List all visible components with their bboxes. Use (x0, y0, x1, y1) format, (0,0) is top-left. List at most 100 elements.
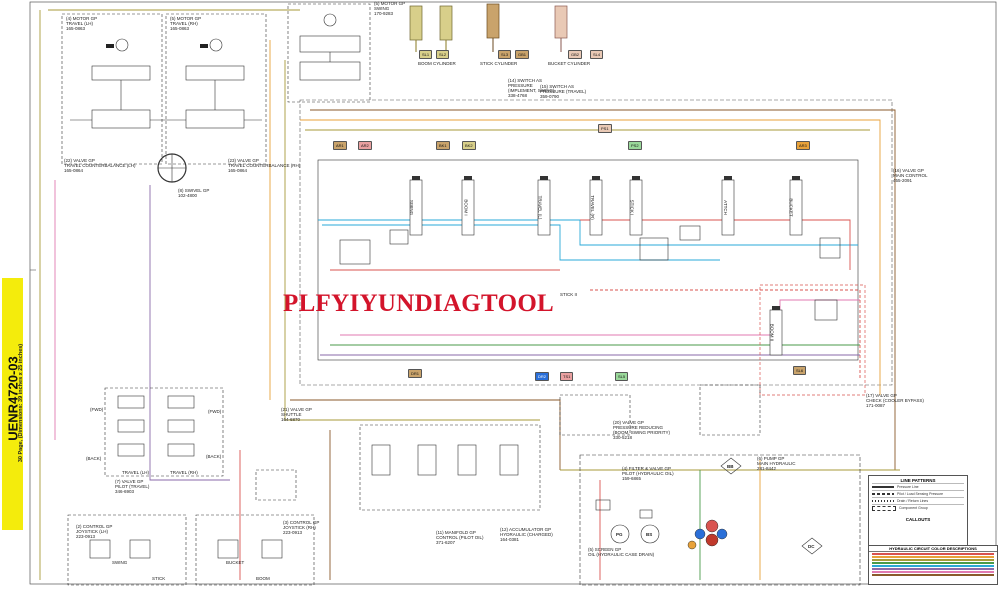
bucket-cylinder-shape (554, 5, 568, 52)
label-back-right: (BACK) (206, 454, 222, 459)
manifold-box (359, 424, 541, 511)
label-dc: DC (808, 544, 815, 549)
label-joystick-rh: (3) CONTROL GP JOYSTICK (RH) 223-0913 (283, 520, 320, 535)
pump-red-2 (705, 533, 719, 547)
label-switch-travel: (15) SWITCH AS PRESSURE (TRAVEL) 359-079… (540, 84, 587, 99)
motor-travel-lh-box (61, 13, 163, 165)
document-subtitle: 30 Page, (Dimensions: 39 inches x 25 inc… (18, 343, 24, 463)
document-id-strip: UENR4720-03 30 Page, (Dimensions: 39 inc… (2, 278, 24, 530)
tag-ps1: PS1 (598, 124, 612, 133)
label-joystick-lh: (2) CONTROL GP JOYSTICK (LH) 223-0913 (76, 524, 113, 539)
callouts-title: CALLOUTS (905, 517, 931, 522)
label-travel-lh: TRAVEL (LH) (122, 470, 150, 475)
tag-ar3: AR3 (796, 141, 810, 150)
label-fwd-right: (FWD) (208, 409, 222, 414)
main-control-body (317, 159, 859, 361)
mc-stick: STICK I (629, 199, 635, 216)
color-swatch-green (872, 561, 994, 564)
tag-sl3: SL3 (498, 50, 512, 59)
joystick-rh-box (195, 514, 315, 586)
joystick-lh-box (67, 514, 187, 586)
valve-group-box (699, 384, 761, 436)
label-travel-rh: TRAVEL (RH) (170, 470, 198, 475)
tag-sl6: SL6 (793, 366, 807, 375)
label-shuttle: (21) VALVE GP SHUTTLE 164-6870 (281, 407, 312, 422)
label-manifold: (11) MANIFOLD GP CONTROL (PILOT OIL) 371… (436, 530, 484, 545)
color-descriptions: HYDRAULIC CIRCUIT COLOR DESCRIPTIONS (868, 545, 998, 585)
mc-boom1: BOOM I (463, 199, 469, 216)
watermark-text: PLFYIYUNDIAGTOOL (283, 290, 555, 317)
boom-cylinders (409, 5, 453, 52)
label-screen: (5) SCREEN GP OIL (HYDRAULIC CASE DRAIN) (588, 547, 655, 557)
label-bucket-cylinder: BUCKET CYLINDER (548, 61, 591, 66)
shuttle-box (255, 469, 297, 501)
mc-boom2: BOOM II (769, 323, 775, 342)
tag-sl2: SL2 (436, 50, 450, 59)
label-fwd-left: (FWD) (90, 407, 104, 412)
tag-ps2: PS2 (628, 141, 642, 150)
label-main-control: (16) VALVE GP MAIN CONTROL 455-2091 (893, 168, 928, 183)
color-swatch-purple (872, 567, 994, 570)
label-bs: BS (646, 532, 653, 537)
tag-ar2: AR2 (358, 141, 372, 150)
label-boom-cylinder: BOOM CYLINDER (418, 61, 456, 66)
motor-travel-rh-box (165, 13, 267, 165)
label-bucket: BUCKET (226, 560, 245, 565)
tag-sl5: SL5 (615, 372, 629, 381)
tag-ar1: AR1 (333, 141, 347, 150)
legend-row: Drain / Return Lines (872, 497, 964, 504)
legend-row: Pressure Line (872, 483, 964, 490)
mc-travel-r: TRAVEL (R) (589, 195, 595, 220)
legend-row: Component Group (872, 504, 964, 511)
label-pressure-reducing: (20) VALVE GP PRESSURE REDUCING (BOOM, S… (613, 420, 670, 440)
label-check-cooler: (17) VALVE GP CHECK (COOLER BYPASS) 171-… (866, 393, 924, 408)
color-swatch-orange (872, 555, 994, 558)
label-stick: STICK (152, 576, 166, 581)
sheet-border (29, 1, 997, 585)
color-swatch-brown (872, 573, 994, 576)
tag-sl4: SL4 (590, 50, 604, 59)
pump-blue (694, 528, 706, 540)
label-motor-swing: (5) MOTOR GP SWING 170-9283 (374, 1, 406, 16)
tag-bk1: BK1 (436, 141, 450, 150)
label-swivel: (8) SWIVEL GP 102-4800 (178, 188, 210, 198)
tag-ts1: TS1 (560, 372, 574, 381)
color-swatch-pink (872, 570, 994, 573)
swing-motor-box (287, 3, 371, 103)
label-pump: (6) PUMP GP MAIN HYDRAULIC 281-8442 (757, 456, 796, 471)
label-back-left: (BACK) (86, 456, 102, 461)
label-pilot-travel: (7) VALVE GP PILOT (TRAVEL) 346-6903 (115, 479, 150, 494)
label-switch-implement: (14) SWITCH AS PRESSURE (IMPLEMENT, SWIN… (508, 78, 555, 98)
mc-swing: SWING (409, 199, 415, 216)
label-valve-travel-lh: (22) VALVE GP TRAVEL COUNTERBALANCE (LH)… (64, 158, 136, 173)
mc-attach: ATTCH (722, 200, 728, 215)
pump-area-box (579, 454, 861, 586)
label-boom: BOOM (256, 576, 270, 581)
label-filter-pilot: (4) FILTER & VALVE GP PILOT (HYDRAULIC O… (622, 466, 674, 481)
tag-gb1: GB1 (515, 50, 530, 59)
legend-title: LINE PATTERNS (900, 478, 936, 483)
stick-cylinder-shape (486, 3, 500, 52)
mc-travel-l: TRAVEL (L) (537, 195, 543, 220)
tag-bk2: BK2 (462, 141, 476, 150)
mc-bucket: BUCKET (788, 198, 794, 217)
color-swatch-olive (872, 558, 994, 561)
label-bb: BB (727, 464, 734, 469)
label-accumulator: (12) ACCUMULATOR GP HYDRAULIC (CHARGED) … (500, 527, 553, 542)
color-swatch-blue (872, 564, 994, 567)
label-motor-travel-rh: (5) MOTOR GP TRAVEL (RH) 165-0863 (170, 16, 202, 31)
pressure-reducing-box (559, 394, 631, 436)
tag-sl1: SL1 (419, 50, 433, 59)
label-pg: PG (616, 532, 623, 537)
main-control-frame (299, 99, 893, 386)
tag-gb2: GB2 (568, 50, 583, 59)
tag-dr2: DR2 (535, 372, 550, 381)
tag-dr1: DR1 (408, 369, 423, 378)
legend-row: Pilot / Load Sensing Pressure (872, 490, 964, 497)
pump-red (705, 519, 719, 533)
color-desc-title: HYDRAULIC CIRCUIT COLOR DESCRIPTIONS (869, 546, 997, 552)
label-motor-travel-lh: (4) MOTOR GP TRAVEL (LH) 165-0863 (66, 16, 98, 31)
label-swing: SWING (112, 560, 128, 565)
